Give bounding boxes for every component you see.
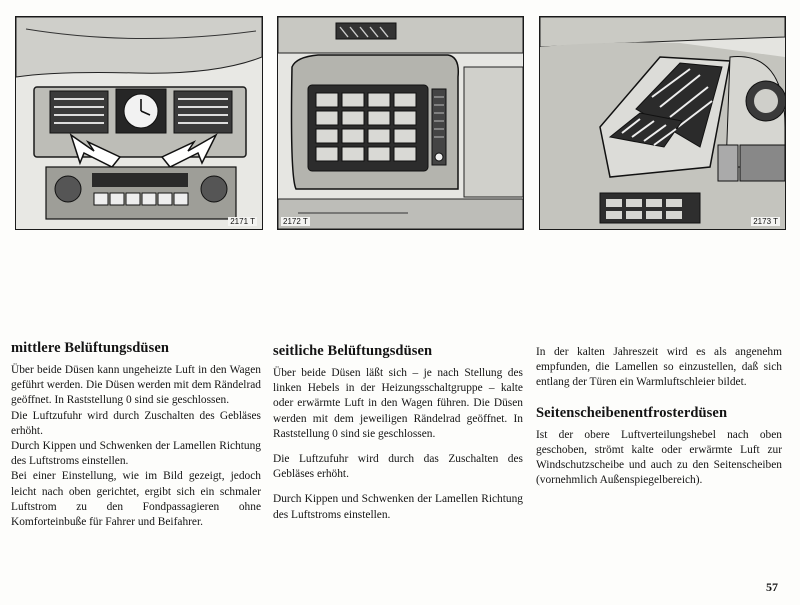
- paragraph: Durch Kippen und Schwenken der Lamellen …: [11, 440, 261, 468]
- left-center-vent: [49, 90, 109, 134]
- figure-label: 2172 T: [281, 217, 310, 226]
- upper-defroster-slot: [335, 22, 397, 40]
- paragraph: Die Luftzufuhr wird durch Zuschalten des…: [11, 409, 261, 437]
- paragraph: Über beide Düsen kann ungeheizte Luft in…: [11, 364, 261, 407]
- intro-paragraph: In der kalten Jahreszeit wird es als ang…: [536, 346, 782, 389]
- section-heading: Seitenscheibenentfrosterdüsen: [536, 404, 728, 421]
- lower-side-vent: [599, 192, 701, 224]
- section-heading: seitliche Belüftungsdüsen: [273, 343, 433, 359]
- defroster-vent-illustration: [540, 17, 785, 229]
- section-middle-vents: mittlere Belüftungsdüsen Über beide Düse…: [11, 340, 261, 530]
- paragraph: Durch Kippen und Schwenken der Lamellen …: [273, 493, 523, 521]
- airflow-arrows: [69, 133, 218, 168]
- figure-label: 2173 T: [751, 217, 780, 226]
- side-vent-illustration: [278, 17, 523, 229]
- paragraph: Ist der obere Luftverteilungshebel nach …: [536, 428, 782, 487]
- side-vent-grille: [307, 84, 429, 172]
- radio-unit: [45, 166, 237, 220]
- defroster-vent-housing: [599, 56, 731, 178]
- figure-label: 2171 T: [228, 217, 257, 226]
- right-center-vent: [173, 90, 233, 134]
- paragraph: Bei einer Einstellung, wie im Bild gezei…: [11, 470, 261, 529]
- paragraph: Die Luftzufuhr wird durch das Zuschalten…: [273, 453, 523, 481]
- section-heading: mittlere Belüftungsdüsen: [11, 340, 170, 356]
- page-number: 57: [766, 580, 778, 594]
- figure-middle-vents: 2171 T: [15, 16, 263, 230]
- figure-side-vent: 2172 T: [277, 16, 524, 230]
- middle-vents-illustration: [16, 17, 262, 229]
- instrument-gauge: [725, 56, 785, 168]
- switch-panel: [717, 144, 785, 182]
- paragraph: Über beide Düsen läßt sich – je nach Ste…: [273, 367, 523, 440]
- figure-defroster-vent: 2173 T: [539, 16, 786, 230]
- section-side-window-defrosters: In der kalten Jahreszeit wird es als ang…: [536, 345, 782, 488]
- clock-icon: [115, 88, 167, 134]
- thumbwheel-icon: [431, 88, 447, 166]
- section-side-vents: seitliche Belüftungsdüsen Über beide Düs…: [273, 343, 523, 523]
